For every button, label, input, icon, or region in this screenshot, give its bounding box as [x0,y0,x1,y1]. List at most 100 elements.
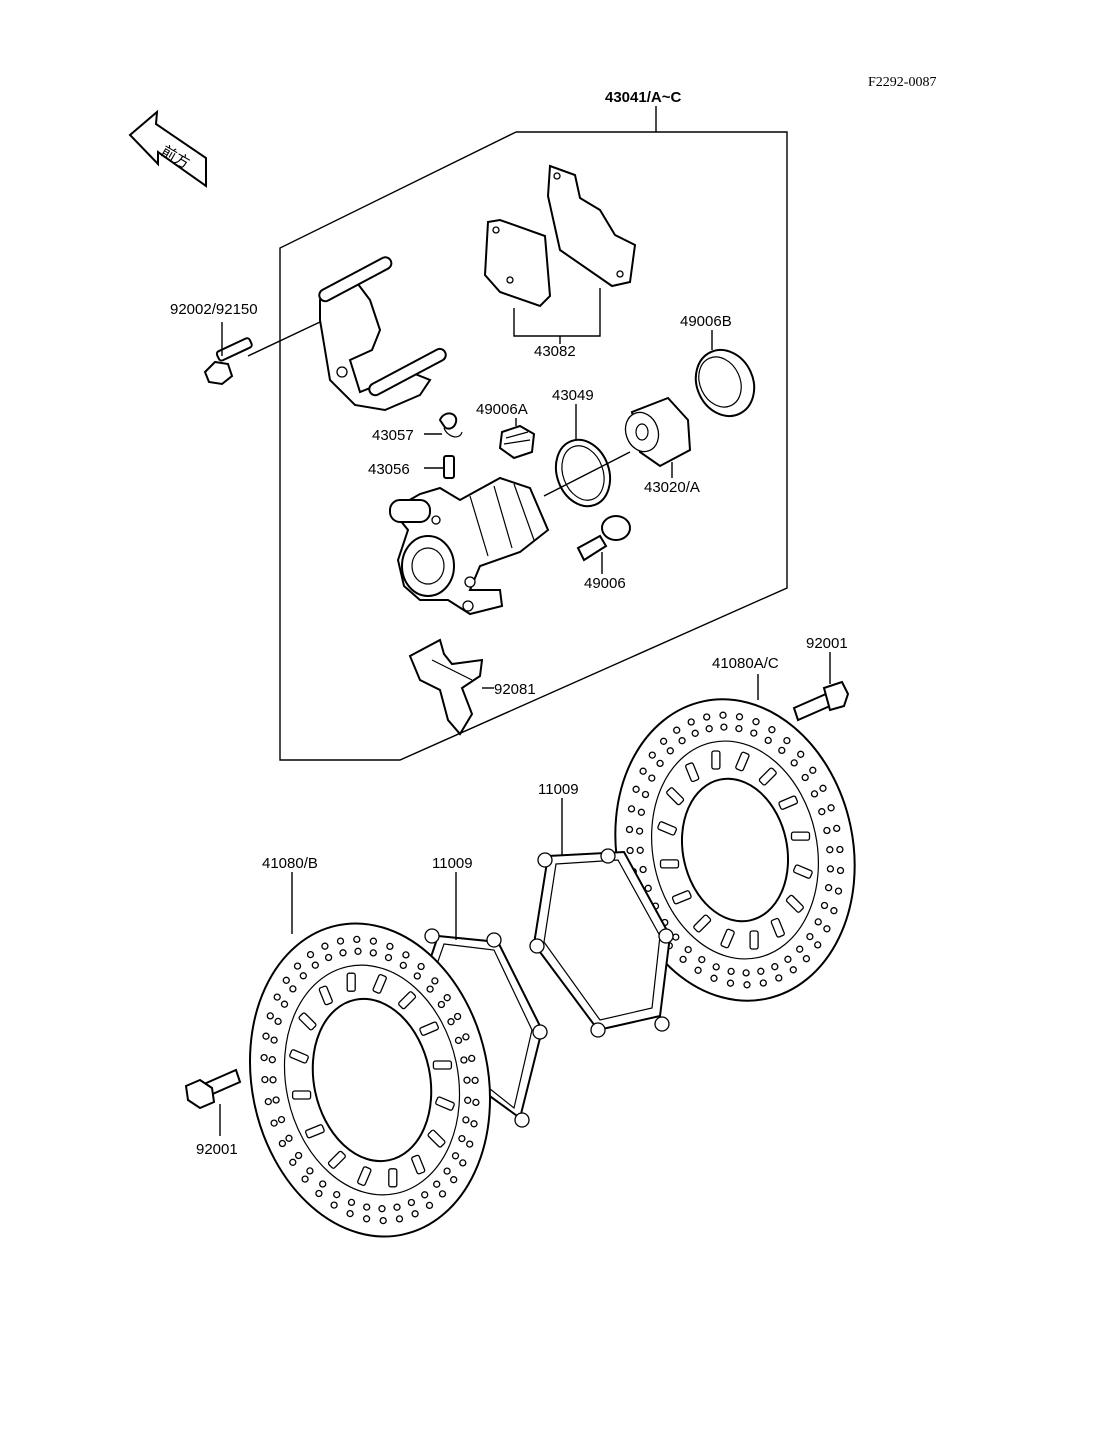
disc-vent-slot [693,914,712,933]
disc-drill-hole [743,981,751,989]
disc-drill-hole [823,826,831,835]
label-disc-41080ac: 41080A/C [712,655,779,672]
disc-drill-hole [641,790,650,799]
disc-vent-slot [435,1096,455,1111]
disc-drill-hole [814,941,822,949]
disc-drill-hole [289,985,297,993]
disc-drill-hole [260,1053,268,1062]
disc-drill-hole [379,1216,387,1225]
disc-drill-hole [311,961,319,969]
caliper-assembly-outline [279,106,788,761]
disc-drill-hole [346,1209,354,1218]
disc-vent-slot [346,972,356,992]
disc-drill-hole [399,961,407,970]
disc-drill-hole [402,951,410,959]
disc-drill-hole [278,1139,287,1148]
disc-drill-hole [626,846,634,855]
disc-vent-slot [372,974,387,994]
disc-drill-hole [369,937,378,945]
disc-drill-hole [801,773,809,782]
disc-drill-hole [447,1018,455,1026]
disc-drill-hole [417,962,425,971]
label-caliper-assembly: 43041/A~C [605,89,681,106]
disc-drill-hole [639,865,647,874]
disc-drill-hole [289,1158,297,1166]
disc-drill-hole [413,972,421,980]
disc-drill-hole [679,955,687,964]
label-cap-43057: 43057 [372,427,414,444]
piston-seal-43049 [554,404,612,508]
disc-vent-slot [720,928,735,949]
disc-drill-hole [818,808,826,816]
disc-drill-hole [454,1036,463,1045]
disc-vent-slot [790,831,811,841]
disc-drill-hole [775,974,783,982]
disc-vent-slot [327,1150,346,1169]
disc-drill-hole [411,1210,419,1218]
disc-drill-hole [426,985,434,993]
disc-drill-hole [820,901,829,910]
disc-drill-hole [750,729,758,737]
front-direction-arrow-icon: 前方 [128,109,207,188]
disc-drill-hole [836,845,844,854]
disc-drill-hole [369,949,377,957]
disc-drill-hole [333,1190,341,1199]
disc-drill-hole [462,1116,470,1124]
disc-drill-hole [720,723,728,731]
disc-drill-hole [451,1152,460,1160]
disc-drill-hole [450,1176,458,1184]
label-bolt-92002: 92002/92150 [170,301,258,318]
disc-drill-hole [790,759,798,767]
disc-drill-hole [443,994,451,1002]
disc-drill-hole [806,932,814,941]
disc-vent-slot [785,894,804,913]
disc-vent-slot [432,1060,453,1070]
disc-drill-hole [834,887,843,895]
disc-drill-hole [796,945,804,953]
disc-vent-slot [427,1129,446,1148]
disc-vent-slot [657,821,677,836]
disc-vent-slot [398,991,417,1010]
disc-drill-hole [752,718,760,726]
label-bolt-92001-left: 92001 [196,1141,238,1158]
disc-drill-hole [727,967,735,976]
disc-drill-hole [694,966,702,974]
disc-vent-slot [758,767,777,786]
disc-drill-hole [639,767,647,775]
disc-drill-hole [836,866,845,875]
disc-drill-hole [299,972,307,980]
disc-drill-hole [757,967,765,975]
disc-drill-hole [833,824,841,833]
disc-drill-hole [784,955,792,963]
disc-drill-hole [768,726,776,734]
disc-drill-hole [648,774,656,782]
disc-vent-slot [291,1090,312,1100]
disc-drill-hole [421,1191,429,1199]
disc-drill-hole [703,713,711,721]
disc-drill-hole [347,1198,356,1207]
label-bolt-92001-right: 92001 [806,635,848,652]
disc-drill-hole [353,935,361,944]
seal-49006b [694,330,756,418]
label-boot-49006a: 49006A [476,401,528,418]
shim-11009-right [529,798,674,1038]
disc-drill-hole [472,1098,480,1107]
disc-drill-hole [354,947,362,955]
disc-drill-hole [339,949,347,957]
disc-drill-hole [771,963,779,971]
disc-drill-hole [301,1175,309,1183]
disc-drill-hole [464,1096,472,1104]
disc-vent-slot [671,890,692,905]
disc-drill-hole [336,937,345,945]
disc-drill-hole [293,962,302,970]
disc-drill-hole [827,804,835,812]
disc-drill-hole [270,1036,278,1044]
piston-43020 [624,396,692,478]
disc-drill-hole [393,1203,401,1211]
disc-vent-slot [778,795,799,810]
disc-drill-hole [636,846,644,854]
disc-vent-slot [419,1021,439,1036]
disc-drill-hole [764,736,772,745]
disc-drill-hole [443,1167,451,1175]
